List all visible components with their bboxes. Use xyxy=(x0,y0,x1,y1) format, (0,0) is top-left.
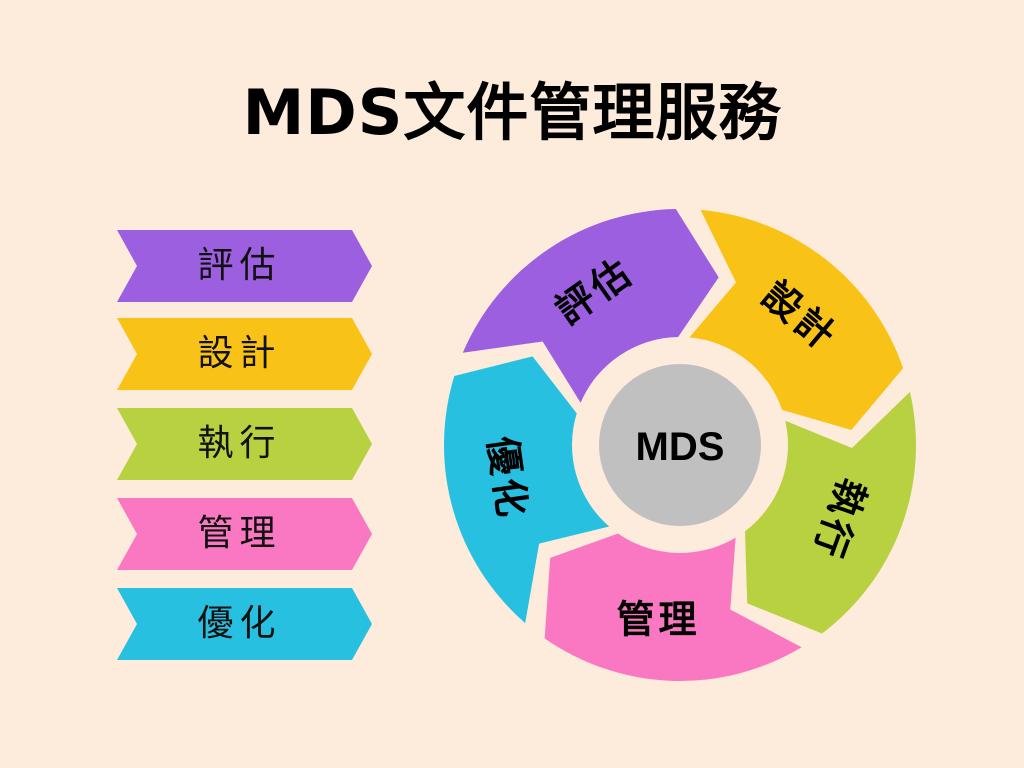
cycle-segment-5 xyxy=(444,356,610,624)
cycle-segment-2 xyxy=(689,209,904,431)
step-banner-1: 評估 xyxy=(117,230,372,302)
step-banner-2: 設計 xyxy=(117,318,372,390)
cycle-segment-3 xyxy=(744,391,916,634)
step-banner-label: 評估 xyxy=(197,245,282,286)
cycle-segment-4 xyxy=(544,533,802,682)
step-banner-4: 管理 xyxy=(117,498,372,570)
cycle-segment-1 xyxy=(462,209,719,403)
step-banner-label: 執行 xyxy=(197,423,282,464)
step-banner-label: 優化 xyxy=(197,603,282,644)
step-banner-5: 優化 xyxy=(117,588,372,660)
step-banner-label: 設計 xyxy=(197,333,282,374)
step-banner-label: 管理 xyxy=(197,513,282,554)
center-circle xyxy=(599,364,761,526)
page-title: MDS文件管理服務 xyxy=(242,76,782,149)
step-banner-3: 執行 xyxy=(117,408,372,480)
cycle-segment-label: 管理 xyxy=(617,598,701,642)
center-label: MDS xyxy=(636,425,725,469)
